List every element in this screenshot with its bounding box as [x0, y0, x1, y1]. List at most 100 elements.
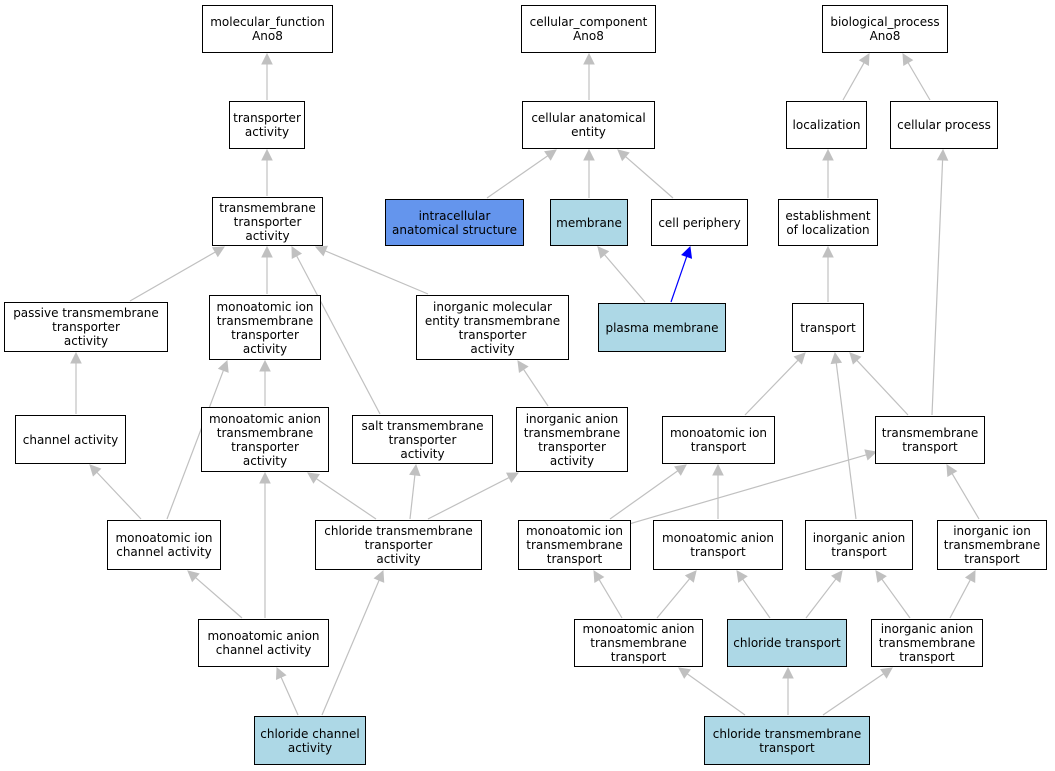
- go-term-node-iat[interactable]: inorganic anion transport: [805, 520, 913, 570]
- go-term-node-maca[interactable]: monoatomic anion channel activity: [198, 619, 329, 667]
- edge-salt-to-tta: [291, 246, 381, 415]
- edge-clta-to-salt: [409, 463, 421, 520]
- edge-arrowhead: [506, 472, 519, 483]
- go-term-node-pass[interactable]: passive transmembrane transporter activi…: [4, 302, 168, 352]
- edge-arrowhead: [217, 359, 229, 373]
- edge-arrowhead: [373, 569, 385, 583]
- edge-arrowhead: [684, 570, 697, 583]
- go-term-node-iitt[interactable]: inorganic ion transmembrane transport: [937, 520, 1047, 570]
- edge-line: [835, 362, 857, 520]
- edge-pm-to-mem: [597, 246, 646, 303]
- edge-line: [166, 370, 225, 520]
- edge-line: [656, 578, 691, 619]
- edge-arrowhead: [617, 149, 630, 162]
- edge-arrowhead: [875, 570, 887, 583]
- edge-iata-to-imeta: [517, 360, 549, 407]
- go-term-node-miota[interactable]: monoatomic ion transmembrane transporter…: [209, 295, 321, 360]
- edge-line: [931, 159, 944, 416]
- go-term-node-chact[interactable]: channel activity: [15, 415, 126, 464]
- edge-loc-to-bp: [842, 53, 870, 101]
- edge-chact-to-pass: [70, 351, 82, 414]
- edge-tta-to-ta: [261, 148, 273, 196]
- edge-arrowhead: [880, 667, 893, 679]
- go-term-node-clt[interactable]: chloride transport: [727, 619, 847, 667]
- edge-cproc-to-bp: [902, 53, 931, 101]
- go-term-node-ias[interactable]: intracellular anatomical structure: [385, 199, 524, 246]
- edge-arrowhead: [70, 351, 82, 364]
- edge-clt-to-iat: [805, 570, 843, 619]
- go-term-node-mitt[interactable]: monoatomic ion transmembrane transport: [518, 520, 631, 570]
- go-term-node-iata[interactable]: inorganic anion transmembrane transporte…: [516, 407, 628, 472]
- go-term-node-mica[interactable]: monoatomic ion channel activity: [107, 520, 221, 570]
- go-term-node-clca[interactable]: chloride channel activity: [254, 716, 366, 765]
- go-term-node-imeta[interactable]: inorganic molecular entity transmembrane…: [416, 295, 569, 360]
- edge-matt-to-mitt: [593, 570, 623, 619]
- edge-cltt-to-iatt: [822, 667, 893, 716]
- edge-arrowhead: [291, 246, 303, 259]
- go-term-node-loc[interactable]: localization: [786, 101, 867, 149]
- edge-line: [949, 579, 971, 619]
- edge-mica-to-miota: [166, 359, 229, 520]
- edge-line: [951, 473, 980, 520]
- edge-mat-to-mit: [712, 463, 724, 519]
- edge-ias-to-cae: [486, 149, 557, 199]
- edge-tr-to-eloc: [822, 245, 834, 302]
- edge-eloc-to-loc: [822, 148, 834, 198]
- edge-arrowhead: [858, 53, 870, 66]
- go-term-node-cae[interactable]: cellular anatomical entity: [522, 101, 655, 149]
- go-term-node-cltt[interactable]: chloride transmembrane transport: [704, 716, 870, 765]
- go-term-node-mf[interactable]: molecular_function Ano8: [202, 5, 333, 53]
- edge-arrowhead: [822, 245, 834, 258]
- edge-line: [686, 673, 746, 716]
- edge-line: [195, 577, 243, 619]
- edge-mitt-to-mit: [609, 464, 687, 520]
- edge-maota-to-miota: [259, 359, 271, 406]
- edge-arrowhead: [259, 359, 271, 372]
- go-term-node-salt[interactable]: salt transmembrane transporter activity: [352, 415, 493, 464]
- edge-clca-to-maca: [275, 666, 299, 716]
- go-term-node-cc[interactable]: cellular_component Ano8: [521, 5, 656, 53]
- go-term-node-tr[interactable]: transport: [792, 303, 864, 352]
- go-term-node-mat[interactable]: monoatomic anion transport: [653, 520, 783, 570]
- edge-arrowhead: [831, 570, 843, 583]
- go-term-node-mit[interactable]: monoatomic ion transport: [662, 416, 775, 464]
- edge-arrowhead: [544, 149, 557, 161]
- edge-line: [742, 578, 771, 619]
- edge-tmt-to-cproc: [931, 148, 949, 416]
- edge-mitt-to-tmt: [628, 449, 878, 525]
- edge-cp-to-cae: [617, 149, 674, 199]
- edge-mica-to-chact: [89, 464, 142, 520]
- go-term-node-mem[interactable]: membrane: [550, 199, 628, 246]
- edge-line: [628, 454, 867, 525]
- go-term-node-cp[interactable]: cell periphery: [651, 199, 748, 246]
- edge-line: [856, 359, 909, 416]
- edge-arrowhead: [583, 52, 595, 65]
- go-term-node-pm[interactable]: plasma membrane: [598, 303, 726, 352]
- go-term-node-cproc[interactable]: cellular process: [890, 101, 998, 149]
- edge-clta-to-maota: [307, 472, 377, 520]
- edge-arrowhead: [864, 449, 878, 461]
- go-term-node-tta[interactable]: transmembrane transporter activity: [212, 197, 323, 246]
- edge-arrowhead: [712, 463, 724, 476]
- edge-arrowhead: [681, 245, 693, 259]
- go-term-node-maota[interactable]: monoatomic anion transmembrane transport…: [201, 407, 329, 472]
- edge-line: [604, 254, 646, 303]
- edge-maca-to-maota: [259, 471, 271, 618]
- edge-iitt-to-tmt: [946, 464, 980, 520]
- edge-clt-to-mat: [736, 570, 771, 619]
- edge-line: [96, 471, 142, 520]
- go-term-node-bp[interactable]: biological_process Ano8: [822, 5, 948, 53]
- go-term-node-clta[interactable]: chloride transmembrane transporter activ…: [315, 520, 482, 570]
- go-term-node-iatt[interactable]: inorganic anion transmembrane transport: [871, 619, 983, 667]
- go-term-node-matt[interactable]: monoatomic anion transmembrane transport: [574, 619, 703, 667]
- edge-arrowhead: [936, 148, 949, 161]
- go-term-node-tmt[interactable]: transmembrane transport: [875, 416, 985, 464]
- edge-line: [670, 256, 688, 303]
- go-term-node-eloc[interactable]: establishment of localization: [778, 199, 878, 246]
- edge-line: [881, 578, 911, 619]
- go-term-node-ta[interactable]: transporter activity: [229, 101, 305, 149]
- edge-mem-to-cae: [583, 148, 595, 198]
- edge-imeta-to-tta: [314, 245, 429, 295]
- edge-arrowhead: [822, 148, 834, 161]
- edge-arrowhead: [307, 472, 320, 484]
